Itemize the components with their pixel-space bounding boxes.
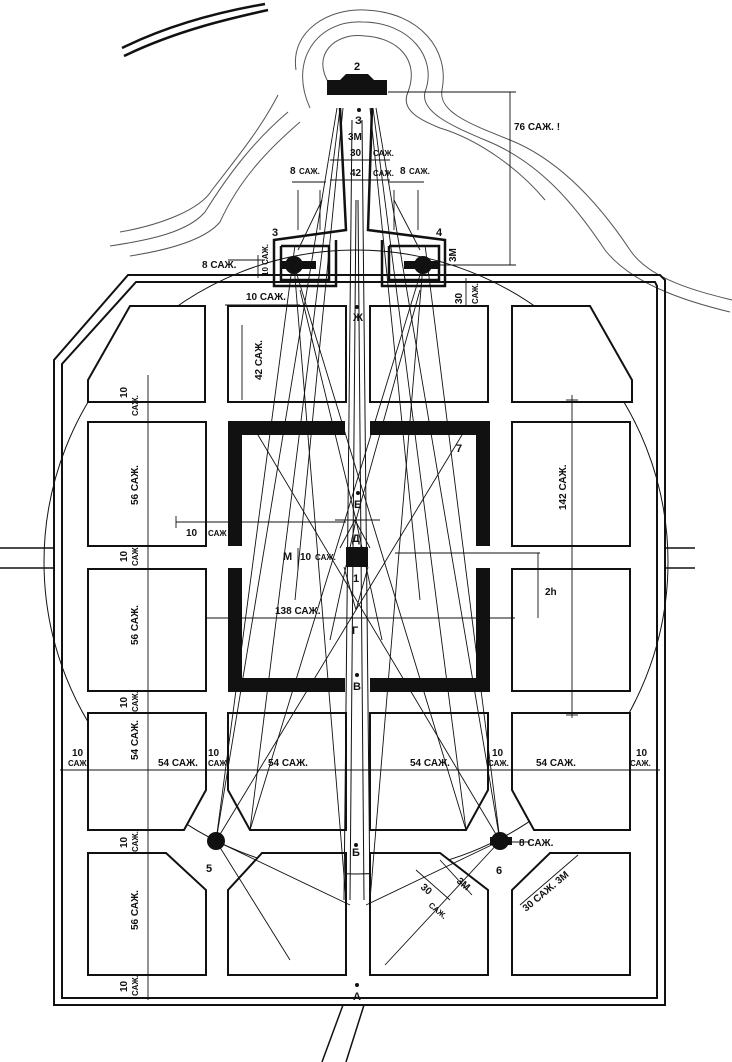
dim-54-a: 54 САЖ. [158, 758, 198, 769]
dim-54-d: 54 САЖ. [536, 758, 576, 769]
block-r4-c1 [87, 712, 207, 831]
dim-m-sazh: САЖ. [315, 553, 336, 562]
river-bank [121, 2, 269, 58]
dim-8-right-sazh: САЖ. [409, 167, 430, 176]
citadel [228, 421, 490, 692]
dim-8-right: 8 [400, 166, 406, 177]
dim-142: 142 САЖ. [558, 464, 569, 510]
dim-tower-30: 30 [454, 292, 465, 304]
dim-n4-3m: 3М [448, 248, 459, 262]
block-r2-c1 [87, 421, 207, 547]
block-r1-c1 [87, 305, 206, 403]
point-z-label: З [355, 115, 362, 127]
point-b-label: Б [352, 847, 360, 859]
label-7: 7 [456, 443, 462, 455]
dim-gate-10-left: 10 [208, 748, 220, 759]
summit-tower-cap [340, 74, 374, 80]
label-2: 2 [354, 61, 360, 73]
dim-54-b: 54 САЖ. [268, 758, 308, 769]
dimension-lines [60, 91, 660, 1000]
dim-m-10: 10 [300, 552, 312, 563]
north-outwork [272, 107, 447, 288]
dim-left-10-b: 10 [119, 550, 130, 562]
label-1: 1 [353, 573, 359, 585]
block-r1-c3 [369, 305, 489, 403]
block-r5-c2 [227, 852, 347, 976]
dim-side-10-right-sazh: САЖ. [630, 759, 651, 768]
dim-8-left-sazh: САЖ. [299, 167, 320, 176]
dim-left-10-c: 10 [119, 696, 130, 708]
dim-gate-10-right-sazh: САЖ. [488, 759, 509, 768]
dim-left-10-a-sazh: САЖ. [131, 395, 140, 416]
dim-top-42: 42 [350, 168, 362, 179]
outer-wall [53, 274, 666, 1006]
dim-54-vert: 54 САЖ. [130, 720, 141, 760]
summit-tower [327, 80, 387, 95]
dim-top-30-sazh: САЖ. [373, 149, 394, 158]
label-5: 5 [206, 863, 212, 875]
dim-56-mid: 56 САЖ. [130, 605, 141, 645]
dim-side-10-right: 10 [636, 748, 648, 759]
block-r1-c4 [511, 305, 633, 403]
point-a-label: А [353, 991, 361, 1003]
dim-gate-10-right: 10 [492, 748, 504, 759]
block-r4-c2 [227, 712, 347, 831]
dim-10-vert-top: 10 САЖ. [261, 244, 270, 276]
block-r2-c4 [511, 421, 631, 547]
dim-42: 42 САЖ. [254, 340, 265, 380]
label-3: 3 [272, 227, 278, 239]
roads [0, 547, 695, 1062]
dim-left-10-d-sazh: САЖ. [131, 831, 140, 852]
dim-side-10-left-sazh: САЖ. [68, 759, 89, 768]
dim-138: 138 САЖ. [275, 606, 321, 617]
point-v-label: В [353, 681, 361, 693]
sight-lines [215, 107, 501, 966]
dim-56-bot: 56 САЖ. [130, 890, 141, 930]
block-r4-c3 [369, 712, 489, 831]
dim-center-sazh: САЖ [208, 529, 227, 538]
block-r4-c4 [511, 712, 631, 831]
point-d-label: Д [352, 533, 360, 545]
point-zh-label: Ж [352, 312, 363, 324]
dim-gate-10-left-sazh: САЖ. [208, 759, 229, 768]
dim-left-10-e-sazh: САЖ. [131, 975, 140, 996]
dim-2h: 2h [545, 587, 557, 598]
point-markers [354, 108, 361, 987]
dim-left-10-e: 10 [119, 980, 130, 992]
block-r3-c4 [511, 568, 631, 692]
label-6: 6 [496, 865, 502, 877]
dim-m-label: М [283, 551, 292, 563]
block-r5-c4 [511, 852, 631, 976]
terrain-contours [109, 9, 732, 313]
dim-76: 76 САЖ. ! [514, 122, 560, 133]
label-4: 4 [436, 227, 443, 239]
dim-top-30: 30 [350, 148, 362, 159]
city-blocks [87, 305, 633, 976]
dim-left-10-d: 10 [119, 836, 130, 848]
dim-center-10: 10 [186, 528, 198, 539]
dim-8-left: 8 [290, 166, 296, 177]
dim-left-10-c-sazh: САЖ. [131, 691, 140, 712]
dim-tower-30-sazh: САЖ. [471, 283, 480, 304]
dim-side-10-left: 10 [72, 748, 84, 759]
dim-56-top: 56 САЖ. [130, 465, 141, 505]
dim-top-42-sazh: САЖ. [373, 169, 394, 178]
point-g-label: Г [352, 625, 359, 637]
block-r3-c1 [87, 568, 207, 692]
dim-left-10-a: 10 [119, 386, 130, 398]
dim-tower-10: 10 САЖ. [246, 292, 286, 303]
point-e-label: Е [354, 499, 361, 511]
dim-t6-8: 8 САЖ. [519, 838, 554, 849]
dim-54-c: 54 САЖ. [410, 758, 450, 769]
block-r5-c3 [369, 852, 489, 976]
dim-top-3m: 3М [348, 132, 362, 143]
dim-left-10-b-sazh: САЖ. [131, 545, 140, 566]
block-r5-c1 [87, 852, 207, 976]
dim-8-sazh-left: 8 САЖ. [202, 260, 237, 271]
block-r1-c2 [227, 305, 347, 403]
